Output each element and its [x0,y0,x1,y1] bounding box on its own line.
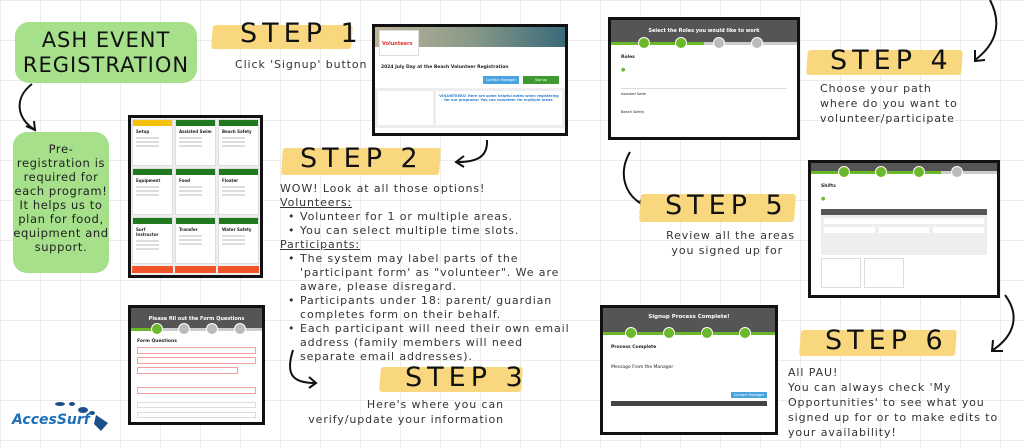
step-5-line-2: you signed up for [671,244,783,257]
step-4-line-2: where do you want to [820,97,958,110]
title-line-1: ASH EVENT [41,28,171,52]
step-2-intro: WOW! Look at all those options! [280,182,486,195]
contact-manager-button[interactable]: Contact Manager [483,76,519,84]
card-title: Transfer [179,227,198,232]
step-6-text: All PAU! You can always check 'My Opport… [788,365,1023,440]
role-item[interactable]: Beach Safety [621,110,645,114]
arrow-icon [288,349,318,389]
roles-screenshot: Select the Roles you would like to work … [608,17,800,140]
card-title: Surf Instructor [136,227,159,237]
volunteer-notice: VOLUNTEERS! Here are some helpful notes … [436,91,562,125]
opportunity-card[interactable]: Beach Safety [218,119,259,166]
step-4-line-1: Choose your path [820,82,932,95]
card-title: Floater [222,178,239,183]
role-item[interactable]: Assisted Swim [621,88,787,96]
page-title: ASH EVENT REGISTRATION [15,22,197,83]
arrow-icon [974,0,998,63]
step-6-label: STEP 6 [825,325,948,356]
opportunity-card[interactable]: Surf Instructor [132,217,173,264]
step-4-line-3: volunteer/participate [820,112,955,125]
participants-heading: Participants: [280,238,361,251]
title-line-2: REGISTRATION [22,53,190,77]
list-item: Each participant will need their own ema… [280,322,580,364]
logo-text: AccesSurf [12,412,90,428]
roles-section-title: Roles [621,55,635,60]
step-4-text: Choose your path where do you want to vo… [820,81,958,126]
preregistration-note: Pre-registration is required for each pr… [13,132,109,273]
hawaii-islands-icon [55,402,108,431]
step-5-label: STEP 5 [665,190,788,221]
card-title: Beach Safety [222,129,252,134]
step-2-text: WOW! Look at all those options! Voluntee… [280,182,580,364]
form-screenshot: Please fill out the Form Questions Form … [128,305,265,425]
opportunity-card[interactable]: Equipment [132,168,173,215]
step-3-line-1: Here's where you can [366,398,504,411]
step-6-line-2: You can always check 'My Opportunities' … [788,381,999,439]
step-3-line-2: verify/update your information [308,413,504,426]
complete-section-title: Process Complete [611,345,657,350]
card-title: Equipment [136,178,161,183]
signup-screenshot: Volunteers 2024 July Day at the Beach Vo… [372,24,568,136]
manager-message-title: Message From the Manager [611,365,674,370]
opportunity-card[interactable]: Setup [132,119,173,166]
opportunity-card[interactable]: Transfer [175,217,216,264]
step-3-text: Here's where you can verify/update your … [290,397,504,427]
step-6-line-1: All PAU! [788,366,839,379]
form-header: Please fill out the Form Questions [131,308,262,328]
opportunity-card[interactable]: Water Safety [218,217,259,264]
step-1-text: Click 'Signup' button [235,58,368,71]
event-title: 2024 July Day at the Beach Volunteer Reg… [381,65,509,70]
shifts-section-title: Shifts [821,184,836,189]
complete-screenshot: Signup Process Complete! Process Complet… [600,305,778,435]
card-title: Setup [136,129,150,134]
list-item: You can select multiple time slots. [280,224,580,238]
contact-manager-button[interactable]: Contact Manager [731,392,767,398]
card-title: Food [179,178,190,183]
step-1-label: STEP 1 [240,18,363,49]
opportunity-card[interactable]: Food [175,168,216,215]
roles-header: Select the Roles you would like to work [611,20,797,42]
volunteers-brand: Volunteers [379,30,419,56]
volunteers-heading: Volunteers: [280,196,353,209]
step-5-line-1: Review all the areas [666,229,795,242]
step-5-text: Review all the areas you signed up for [620,228,795,258]
arrow-icon [454,139,489,168]
opportunity-card[interactable]: Floater [218,168,259,215]
list-item: Participants under 18: parent/ guardian … [280,294,580,322]
arrow-icon [18,83,37,132]
list-item: The system may label parts of the 'parti… [280,252,580,294]
list-item: Volunteer for 1 or multiple areas. [280,210,580,224]
step-4-label: STEP 4 [830,45,953,76]
card-title: Water Safety [222,227,252,232]
opportunity-card[interactable]: Assisted Swim [175,119,216,166]
shifts-screenshot: Shifts ● [808,160,1000,298]
step-3-label: STEP 3 [405,362,528,393]
card-title: Assisted Swim [179,129,212,134]
signup-button[interactable]: Signup [523,76,559,84]
form-section-title: Form Questions [137,339,177,344]
step-2-label: STEP 2 [300,143,423,174]
accessurf-logo: AccesSurf [8,398,108,434]
arrow-icon [990,294,1015,352]
